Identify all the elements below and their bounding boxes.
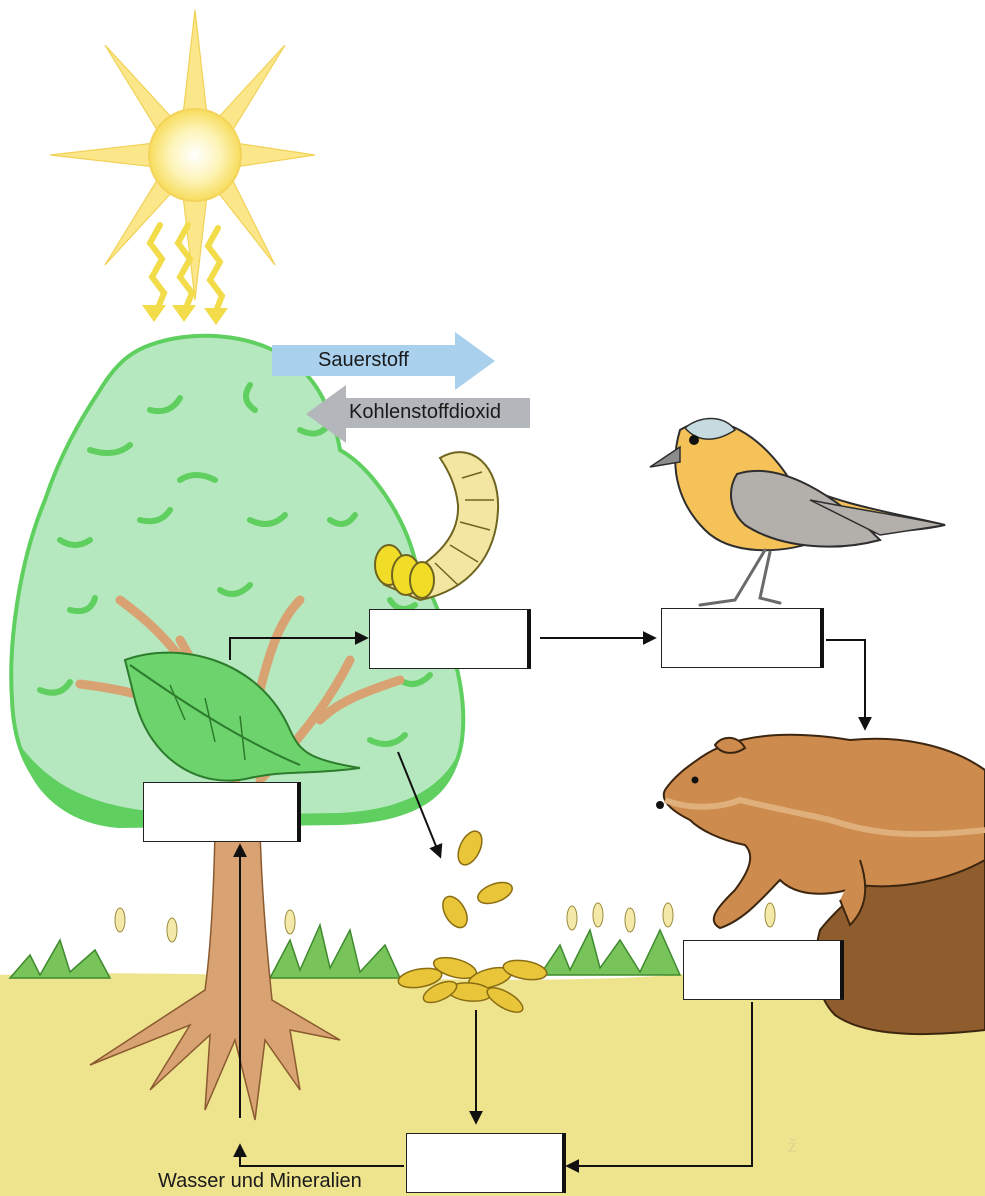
sunlight-rays	[150, 225, 222, 316]
artist-mark: ž	[788, 1135, 797, 1157]
answer-box-marten[interactable]	[683, 940, 844, 1000]
water-minerals-label: Wasser und Mineralien	[158, 1170, 362, 1193]
sun	[50, 10, 315, 300]
oxygen-label: Sauerstoff	[318, 349, 409, 372]
answer-box-decomposer[interactable]	[406, 1133, 566, 1193]
answer-box-producer[interactable]	[143, 782, 301, 842]
bird	[650, 418, 945, 605]
answer-box-caterpillar[interactable]	[369, 609, 531, 669]
sunlight-arrowheads	[142, 305, 228, 325]
arrow-bird-to-marten	[826, 640, 865, 728]
falling-leaves	[438, 827, 515, 931]
carbon-dioxide-label: Kohlenstoffdioxid	[349, 401, 501, 424]
answer-box-bird[interactable]	[661, 608, 824, 668]
